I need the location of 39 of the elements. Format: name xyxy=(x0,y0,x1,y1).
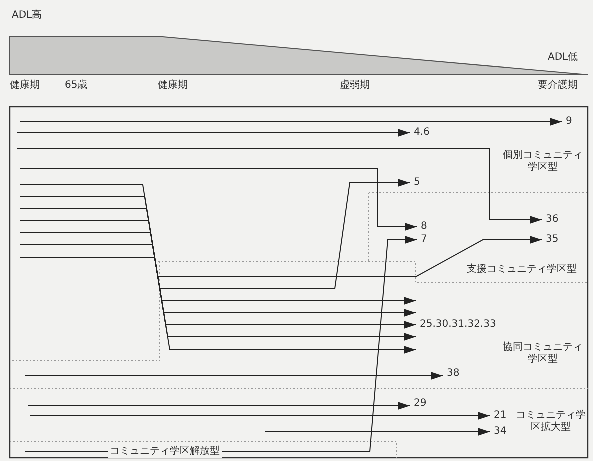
stage-label: 健康期 xyxy=(158,80,188,92)
number-label: 34 xyxy=(494,426,507,438)
number-label: 8 xyxy=(421,221,428,233)
stage-label: 虚弱期 xyxy=(340,80,370,92)
arrow xyxy=(20,118,562,126)
region-label: 協同コミュニティ学区型 xyxy=(502,342,584,366)
arrow xyxy=(30,412,490,420)
arrow xyxy=(20,179,410,290)
number-label: 38 xyxy=(447,368,460,380)
stage-label: 65歳 xyxy=(65,80,88,92)
arrow xyxy=(20,258,416,354)
axis-label: ADL高 xyxy=(12,10,42,22)
arrow xyxy=(28,402,410,410)
stage-label: 要介護期 xyxy=(538,80,578,92)
number-label: 25.30.31.32.33 xyxy=(420,319,496,331)
arrow xyxy=(16,148,542,224)
number-label: 5 xyxy=(414,177,420,189)
number-label: 21 xyxy=(494,410,507,422)
axis-label: ADL低 xyxy=(548,52,578,64)
number-label: 29 xyxy=(414,398,427,410)
number-label: 4.6 xyxy=(414,127,430,139)
number-label: 7 xyxy=(421,234,428,246)
arrow xyxy=(264,428,490,436)
region-label: コミュニティ学区拡大型 xyxy=(516,410,586,434)
region-label: 個別コミュニティ学区型 xyxy=(502,150,584,174)
region-label: 支援コミュニティ学区型 xyxy=(466,264,578,276)
arrow xyxy=(20,184,542,278)
stage-label: 健康期 xyxy=(10,80,40,92)
number-label: 35 xyxy=(546,234,559,246)
arrow xyxy=(24,372,444,380)
arrow xyxy=(16,129,410,137)
number-label: 36 xyxy=(546,214,559,226)
arrow xyxy=(20,220,416,317)
arrow xyxy=(20,244,416,341)
number-label: 9 xyxy=(566,116,572,128)
arrow xyxy=(20,232,416,329)
edge-label: コミュニティ学区解放型 xyxy=(108,446,222,458)
arrow xyxy=(20,208,416,305)
arrow xyxy=(20,168,418,231)
